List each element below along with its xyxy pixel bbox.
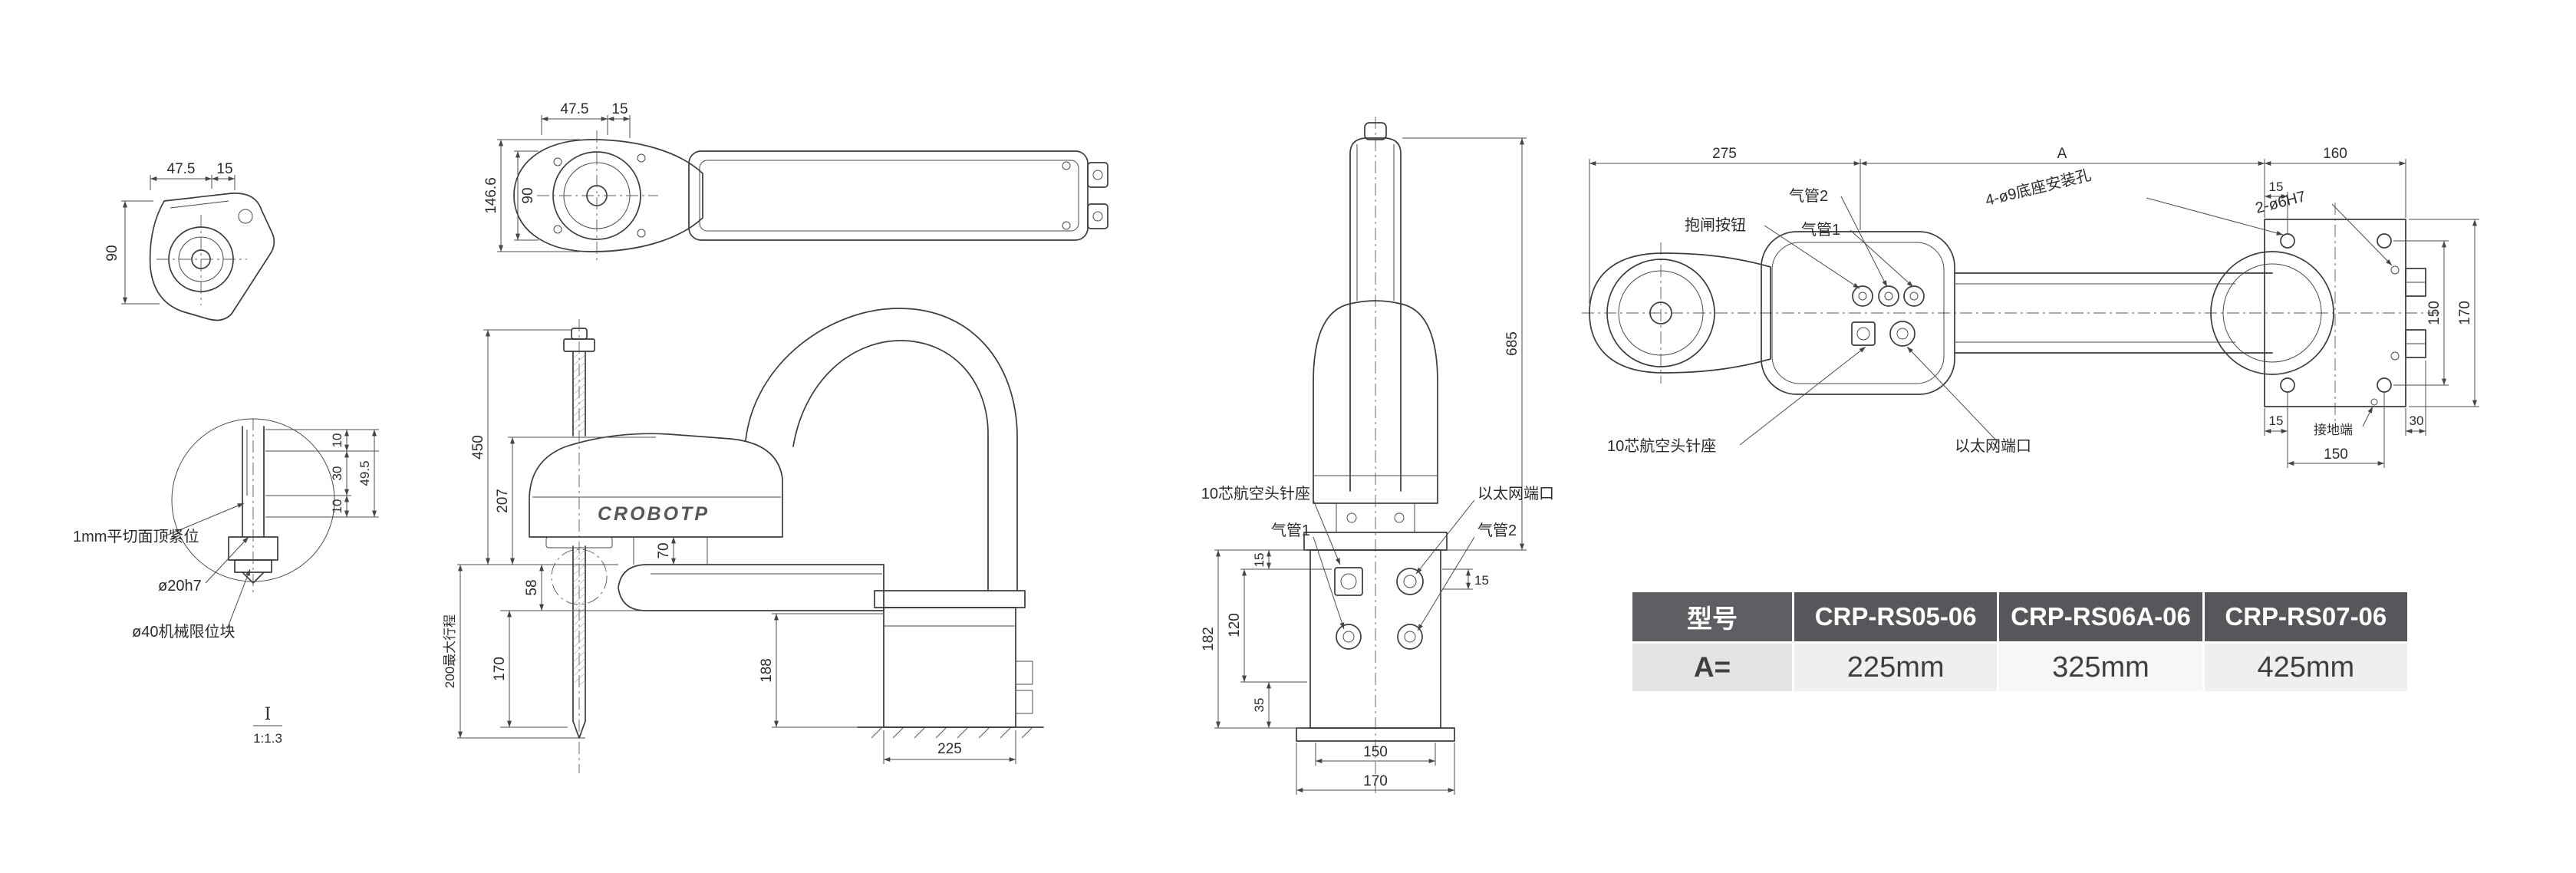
dim-armtop-47-5: 47.5 xyxy=(561,101,589,117)
dim-top-275: 275 xyxy=(1712,146,1737,162)
end-effector-detail-view: 47.5 15 90 xyxy=(104,161,275,321)
dim-side-188: 188 xyxy=(759,658,775,683)
label-top-ethernet: 以太网端口 xyxy=(1955,437,2031,455)
spec-table-model-header: 型号 xyxy=(1632,592,1792,641)
dim-top-30: 30 xyxy=(2410,413,2424,428)
dim-end-90: 90 xyxy=(104,245,120,261)
section-scale: 1:1.3 xyxy=(253,731,282,746)
dim-end-47-5: 47.5 xyxy=(167,161,196,177)
dim-side-450: 450 xyxy=(470,435,486,460)
label-front-pin-connector: 10芯航空头针座 xyxy=(1201,485,1310,502)
label-front-ethernet: 以太网端口 xyxy=(1477,485,1554,502)
label-limit-block: ø40机械限位块 xyxy=(132,623,235,641)
dim-detail-49-5: 49.5 xyxy=(357,460,372,486)
dim-detail-10b: 10 xyxy=(330,499,344,514)
dim-top-170-side: 170 xyxy=(2457,301,2473,325)
arm-top-view: 47.5 15 146.6 90 xyxy=(483,101,1108,261)
dim-front-120: 120 xyxy=(1227,613,1243,637)
spec-table-header-row: 型号 CRP-RS05-06 CRP-RS06A-06 CRP-RS07-06 xyxy=(1632,592,2407,641)
dim-side-70: 70 xyxy=(656,542,672,558)
dim-front-15-top: 15 xyxy=(1252,553,1267,568)
dim-armtop-15: 15 xyxy=(611,101,628,117)
dim-side-58: 58 xyxy=(524,579,540,595)
label-front-air1: 气管1 xyxy=(1271,522,1310,539)
dim-side-170: 170 xyxy=(492,657,508,681)
label-flat-clamp: 1mm平切面顶紧位 xyxy=(73,528,199,545)
robot-top-view: 275 A 160 15 4-ø9底座安装孔 2-ø6H7 150 170 15… xyxy=(1582,146,2479,468)
spec-table-a-value-3: 425mm xyxy=(2202,644,2407,691)
dim-detail-30: 30 xyxy=(330,466,344,481)
side-view: CROBOTP 450 207 200最大行程 170 xyxy=(73,308,1044,773)
dim-armtop-90: 90 xyxy=(520,187,536,203)
label-top-air1: 气管1 xyxy=(1801,221,1840,239)
dim-front-150: 150 xyxy=(1363,744,1388,760)
dim-side-stroke-200: 200最大行程 xyxy=(443,614,457,688)
dim-front-35: 35 xyxy=(1252,698,1267,713)
dim-front-685: 685 xyxy=(1504,331,1520,356)
dim-side-207: 207 xyxy=(495,489,511,513)
dim-top-A: A xyxy=(2057,146,2067,162)
spec-table: 型号 CRP-RS05-06 CRP-RS06A-06 CRP-RS07-06 … xyxy=(1632,592,2407,691)
dim-top-160: 160 xyxy=(2323,146,2347,162)
label-shaft-diameter: ø20h7 xyxy=(158,578,202,595)
label-brake-button: 抱闸按钮 xyxy=(1685,216,1746,234)
dim-top-150-side: 150 xyxy=(2426,301,2443,325)
brand-logo-text: CROBOTP xyxy=(598,503,710,525)
spec-table-model-3: CRP-RS07-06 xyxy=(2202,592,2407,641)
spec-table-value-row: A= 225mm 325mm 425mm xyxy=(1632,641,2407,691)
spec-table-a-label: A= xyxy=(1632,644,1792,691)
spec-table-a-value-1: 225mm xyxy=(1792,644,1998,691)
label-mount-holes: 4-ø9底座安装孔 xyxy=(1984,166,2093,209)
dim-top-150-bottom: 150 xyxy=(2324,446,2348,463)
dim-detail-10a: 10 xyxy=(330,433,344,448)
dim-top-15-bottom: 15 xyxy=(2269,413,2284,428)
dim-front-182: 182 xyxy=(1201,627,1217,651)
label-ground-terminal: 接地端 xyxy=(2314,423,2353,437)
dim-front-15-side: 15 xyxy=(1474,573,1489,588)
label-front-air2: 气管2 xyxy=(1477,522,1517,539)
spec-table-a-value-2: 325mm xyxy=(1997,644,2202,691)
spec-table-model-1: CRP-RS05-06 xyxy=(1792,592,1998,641)
front-view: 685 15 182 120 15 35 150 170 10芯航空头针座 气管… xyxy=(1201,117,1554,795)
dim-armtop-146-6: 146.6 xyxy=(483,177,499,214)
dim-side-225: 225 xyxy=(937,741,962,757)
label-top-pin-connector: 10芯航空头针座 xyxy=(1607,437,1716,455)
dim-end-15: 15 xyxy=(216,161,232,177)
section-mark: I xyxy=(265,705,272,724)
label-top-air2: 气管2 xyxy=(1789,187,1828,205)
dim-top-15-hole: 15 xyxy=(2269,180,2284,194)
dim-front-170: 170 xyxy=(1363,773,1388,789)
spec-table-model-2: CRP-RS06A-06 xyxy=(1997,592,2202,641)
